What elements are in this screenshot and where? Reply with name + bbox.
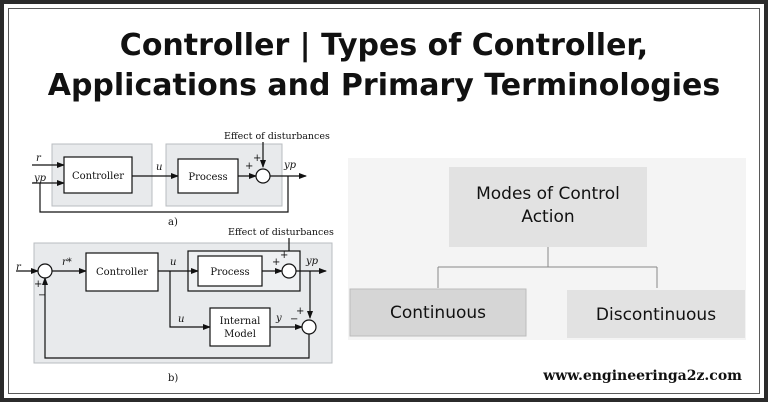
output-yp-label-a: yp xyxy=(283,160,297,171)
disturbance-label-a: Effect of disturbances xyxy=(224,131,330,142)
modes-root-line-2: Action xyxy=(521,207,574,227)
summing-junction-a xyxy=(255,168,271,184)
controller-label-a: Controller xyxy=(72,171,124,182)
internal-model-line-1: Internal xyxy=(220,316,261,327)
internal-model-box-b xyxy=(209,307,271,347)
plus-sign-b1: + xyxy=(272,257,280,268)
sum-minus-b: − xyxy=(38,290,46,301)
signal-u-label-a: u xyxy=(156,162,162,173)
signal-rstar-label-b: r* xyxy=(62,257,72,268)
title-line-1: Controller | Types of Controller, xyxy=(119,28,649,63)
process-label-b: Process xyxy=(210,267,249,278)
summing-junction-b2 xyxy=(281,263,297,279)
input-r-label-a: r xyxy=(36,153,42,164)
inner-border xyxy=(8,8,760,394)
plus-sign-a2: + xyxy=(253,153,261,164)
signal-u-bottom-label-b: u xyxy=(178,314,184,325)
modes-panel: Modes of Control Action Continuous Disco… xyxy=(348,158,746,340)
signal-y-label-b: y xyxy=(275,313,282,324)
summing-junction-b1 xyxy=(37,263,53,279)
controller-label-b: Controller xyxy=(96,267,148,278)
signal-u-top-label-b: u xyxy=(170,257,176,268)
input-yp-label-a: yp xyxy=(33,173,47,184)
discontinuous-box xyxy=(567,290,745,338)
caption-a: a) xyxy=(168,217,178,228)
minus-sign-b: − xyxy=(290,314,298,325)
continuous-box xyxy=(349,288,527,337)
plus-sign-b3: + xyxy=(296,306,304,317)
caption-b: b) xyxy=(168,373,178,384)
process-box-a xyxy=(177,158,239,194)
modes-root-line-1: Modes of Control xyxy=(476,184,620,204)
block-diagram-b: Effect of disturbances r + − r* Controll… xyxy=(16,227,334,384)
process-label-a: Process xyxy=(188,172,227,183)
internal-model-line-2: Model xyxy=(224,329,256,340)
disturbance-label-b: Effect of disturbances xyxy=(228,227,334,238)
summing-junction-b3 xyxy=(301,319,317,335)
output-yp-label-b: yp xyxy=(305,256,319,267)
modes-root-box xyxy=(449,167,647,247)
discontinuous-label: Discontinuous xyxy=(596,305,716,325)
continuous-label: Continuous xyxy=(390,303,486,323)
title-line-2: Applications and Primary Terminologies xyxy=(47,68,721,103)
block-diagram-a: Effect of disturbances r yp Controller u… xyxy=(32,131,330,228)
plus-sign-a1: + xyxy=(245,161,253,172)
website-url: www.engineeringa2z.com xyxy=(543,368,742,384)
sum-plus-b: + xyxy=(34,279,42,290)
input-r-label-b: r xyxy=(16,262,22,273)
controller-box-b xyxy=(85,252,159,292)
process-box-b xyxy=(197,255,263,287)
page-title: Controller | Types of Controller, Applic… xyxy=(0,26,768,106)
controller-box-a xyxy=(63,156,133,194)
plus-sign-b2: + xyxy=(280,250,288,261)
